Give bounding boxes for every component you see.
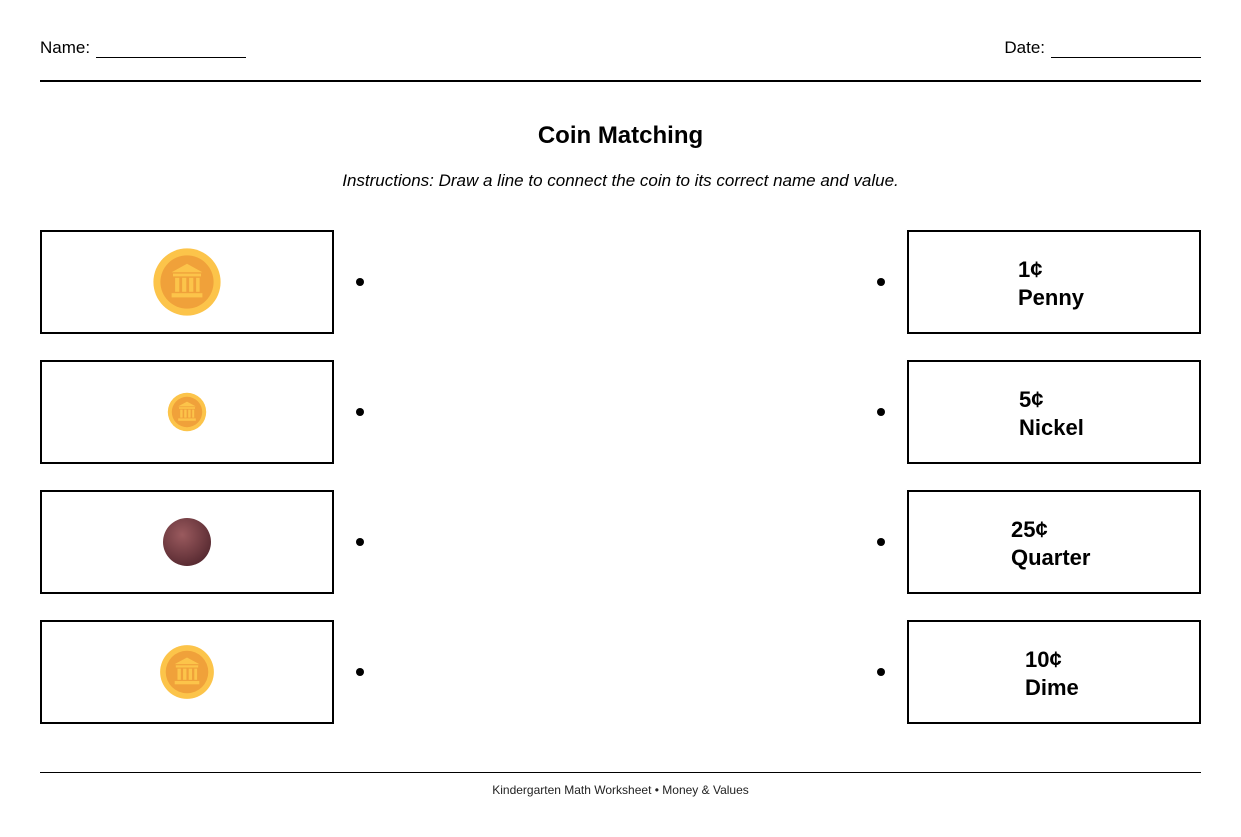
coin-box-1 [40,230,334,334]
value-box-2: 5¢ Nickel [907,360,1201,464]
gold-bank-coin-icon [153,248,221,316]
name-label: Name: [40,38,91,57]
worksheet-header: Name: Date: [40,38,1201,62]
copper-plain-coin-icon [163,518,211,566]
right-connector-dot-4[interactable] [877,668,885,676]
value-box-1: 1¢ Penny [907,230,1201,334]
gold-bank-coin-icon [167,392,207,432]
date-blank-line[interactable] [1051,41,1201,58]
coin-name: Penny [1018,285,1085,310]
right-connector-dot-2[interactable] [877,408,885,416]
left-connector-dot-3[interactable] [356,538,364,546]
coin-value: 1¢ [1018,257,1043,282]
coin-name: Nickel [1019,415,1084,440]
value-box-4: 10¢ Dime [907,620,1201,724]
value-box-3: 25¢ Quarter [907,490,1201,594]
header-divider [40,80,1201,82]
coin-box-2 [40,360,334,464]
name-blank-line[interactable] [96,41,247,58]
right-connector-dot-3[interactable] [877,538,885,546]
coin-box-3 [40,490,334,594]
date-field: Date: [1004,38,1201,58]
value-label-4: 10¢ Dime [1025,646,1079,702]
coin-value: 25¢ [1011,517,1048,542]
coin-value: 10¢ [1025,647,1062,672]
footer-text: Kindergarten Math Worksheet • Money & Va… [492,783,749,797]
value-label-3: 25¢ Quarter [1011,516,1090,572]
left-connector-dot-1[interactable] [356,278,364,286]
right-connector-dot-1[interactable] [877,278,885,286]
gold-bank-coin-icon [160,645,214,699]
page-title: Coin Matching [537,122,704,149]
footer-divider [40,772,1201,773]
coin-name: Quarter [1011,545,1091,570]
date-label: Date: [1004,38,1045,57]
name-field: Name: [40,38,247,58]
instructions-text: Instructions: Draw a line to connect the… [342,171,899,190]
coin-name: Dime [1025,675,1079,700]
left-connector-dot-4[interactable] [356,668,364,676]
left-connector-dot-2[interactable] [356,408,364,416]
coin-value: 5¢ [1019,387,1044,412]
value-label-2: 5¢ Nickel [1019,386,1084,442]
coin-box-4 [40,620,334,724]
value-label-1: 1¢ Penny [1018,256,1084,312]
